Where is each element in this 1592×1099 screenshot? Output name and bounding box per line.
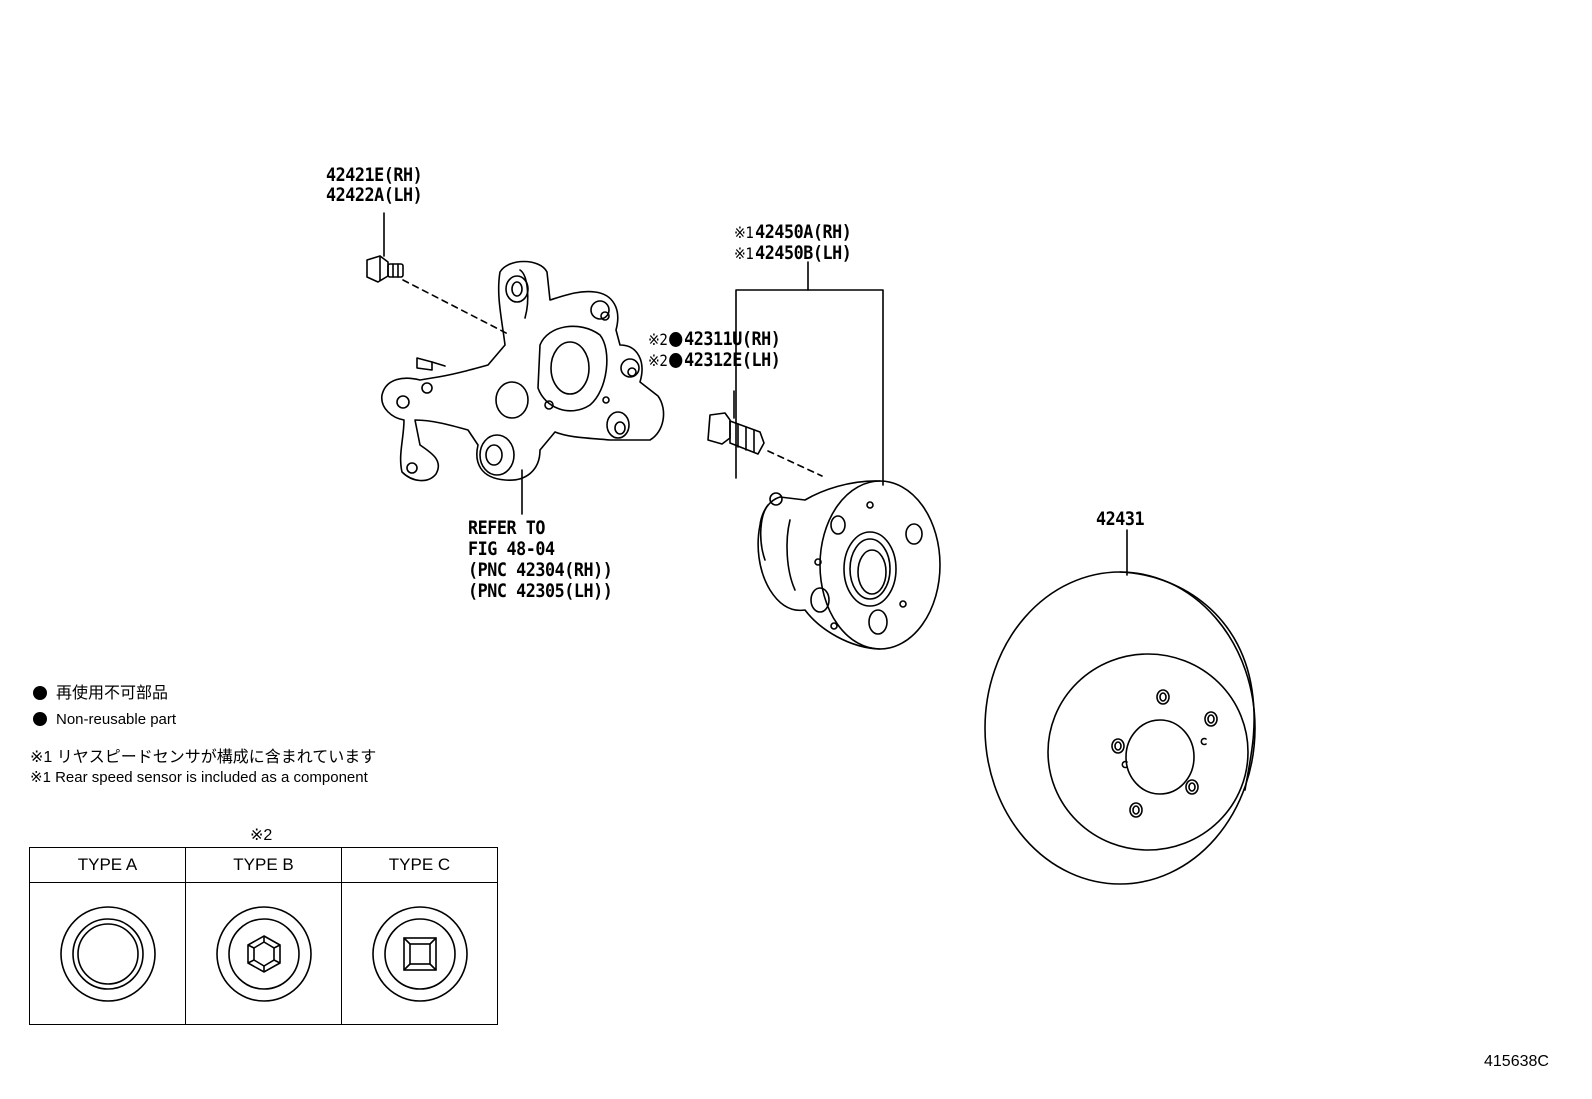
legend-non-reusable-jp: 再使用不可部品 xyxy=(33,684,168,704)
type-column-b: TYPE B xyxy=(186,848,342,1024)
plain-nut-icon xyxy=(59,905,156,1002)
knuckle-bolt-icon xyxy=(366,255,404,283)
non-reusable-dot-icon xyxy=(33,712,47,726)
callout-row: ※2 42311U(RH) xyxy=(648,328,781,350)
type-cell xyxy=(186,883,341,1024)
knuckle-icon xyxy=(381,260,665,482)
callout-disc: 42431 xyxy=(1096,508,1145,530)
callout-hub-assy: ※142450A(RH) ※142450B(LH) xyxy=(734,221,852,264)
note1-jp: ※1 リヤスピードセンサが構成に含まれています xyxy=(30,749,377,766)
legend-text: Non-reusable part xyxy=(56,711,177,728)
part-number-lh: 42450B(LH) xyxy=(755,242,852,264)
refer-line: FIG 48-04 xyxy=(468,538,555,560)
type-cell xyxy=(30,883,185,1024)
refer-line: REFER TO xyxy=(468,517,546,539)
type-cell xyxy=(342,883,497,1024)
note-mark: ※2 xyxy=(648,351,668,370)
hub-bolt-icon xyxy=(707,412,765,455)
type-label: TYPE B xyxy=(186,848,341,883)
part-number-rh: 42311U(RH) xyxy=(684,328,781,350)
brake-disc-icon xyxy=(984,571,1256,885)
type-label: TYPE C xyxy=(342,848,497,883)
note-mark: ※1 xyxy=(734,244,754,263)
refer-line: (PNC 42304(RH)) xyxy=(468,559,613,581)
type-table-mark: ※2 xyxy=(250,827,273,844)
callout-hub-bolt: ※2 42311U(RH) ※2 42312E(LH) xyxy=(648,328,781,371)
part-number-lh: 42312E(LH) xyxy=(684,349,781,371)
type-table: TYPE A TYPE B TYPE C xyxy=(29,847,498,1025)
refer-line: (PNC 42305(LH)) xyxy=(468,580,613,602)
legend-text: 再使用不可部品 xyxy=(56,685,169,702)
leader-lines xyxy=(383,212,1128,576)
type-column-c: TYPE C xyxy=(342,848,497,1024)
callout-knuckle-bolt: 42421E(RH) 42422A(LH) xyxy=(326,164,423,206)
part-number-lh: 42422A(LH) xyxy=(326,184,423,206)
type-label: TYPE A xyxy=(30,848,185,883)
callout-refer: REFER TO FIG 48-04 (PNC 42304(RH)) (PNC … xyxy=(468,517,613,602)
part-number-rh: 42421E(RH) xyxy=(326,164,423,186)
axle-hub-icon xyxy=(757,480,941,650)
callout-row: ※142450B(LH) xyxy=(734,242,852,264)
non-reusable-dot-icon xyxy=(669,353,683,368)
callout-row: ※142450A(RH) xyxy=(734,221,852,243)
note-mark: ※2 xyxy=(648,330,668,349)
note-mark: ※1 xyxy=(734,223,754,242)
square-socket-nut-icon xyxy=(371,905,468,1002)
non-reusable-dot-icon xyxy=(669,332,683,347)
figure-code: 415638C xyxy=(1484,1053,1549,1070)
note1-en: ※1 Rear speed sensor is included as a co… xyxy=(30,769,368,786)
type-column-a: TYPE A xyxy=(30,848,186,1024)
legend-non-reusable-en: Non-reusable part xyxy=(33,710,176,730)
hex-socket-nut-icon xyxy=(215,905,312,1002)
callout-row: ※2 42312E(LH) xyxy=(648,349,781,371)
non-reusable-dot-icon xyxy=(33,686,47,700)
part-number-rh: 42450A(RH) xyxy=(755,221,852,243)
